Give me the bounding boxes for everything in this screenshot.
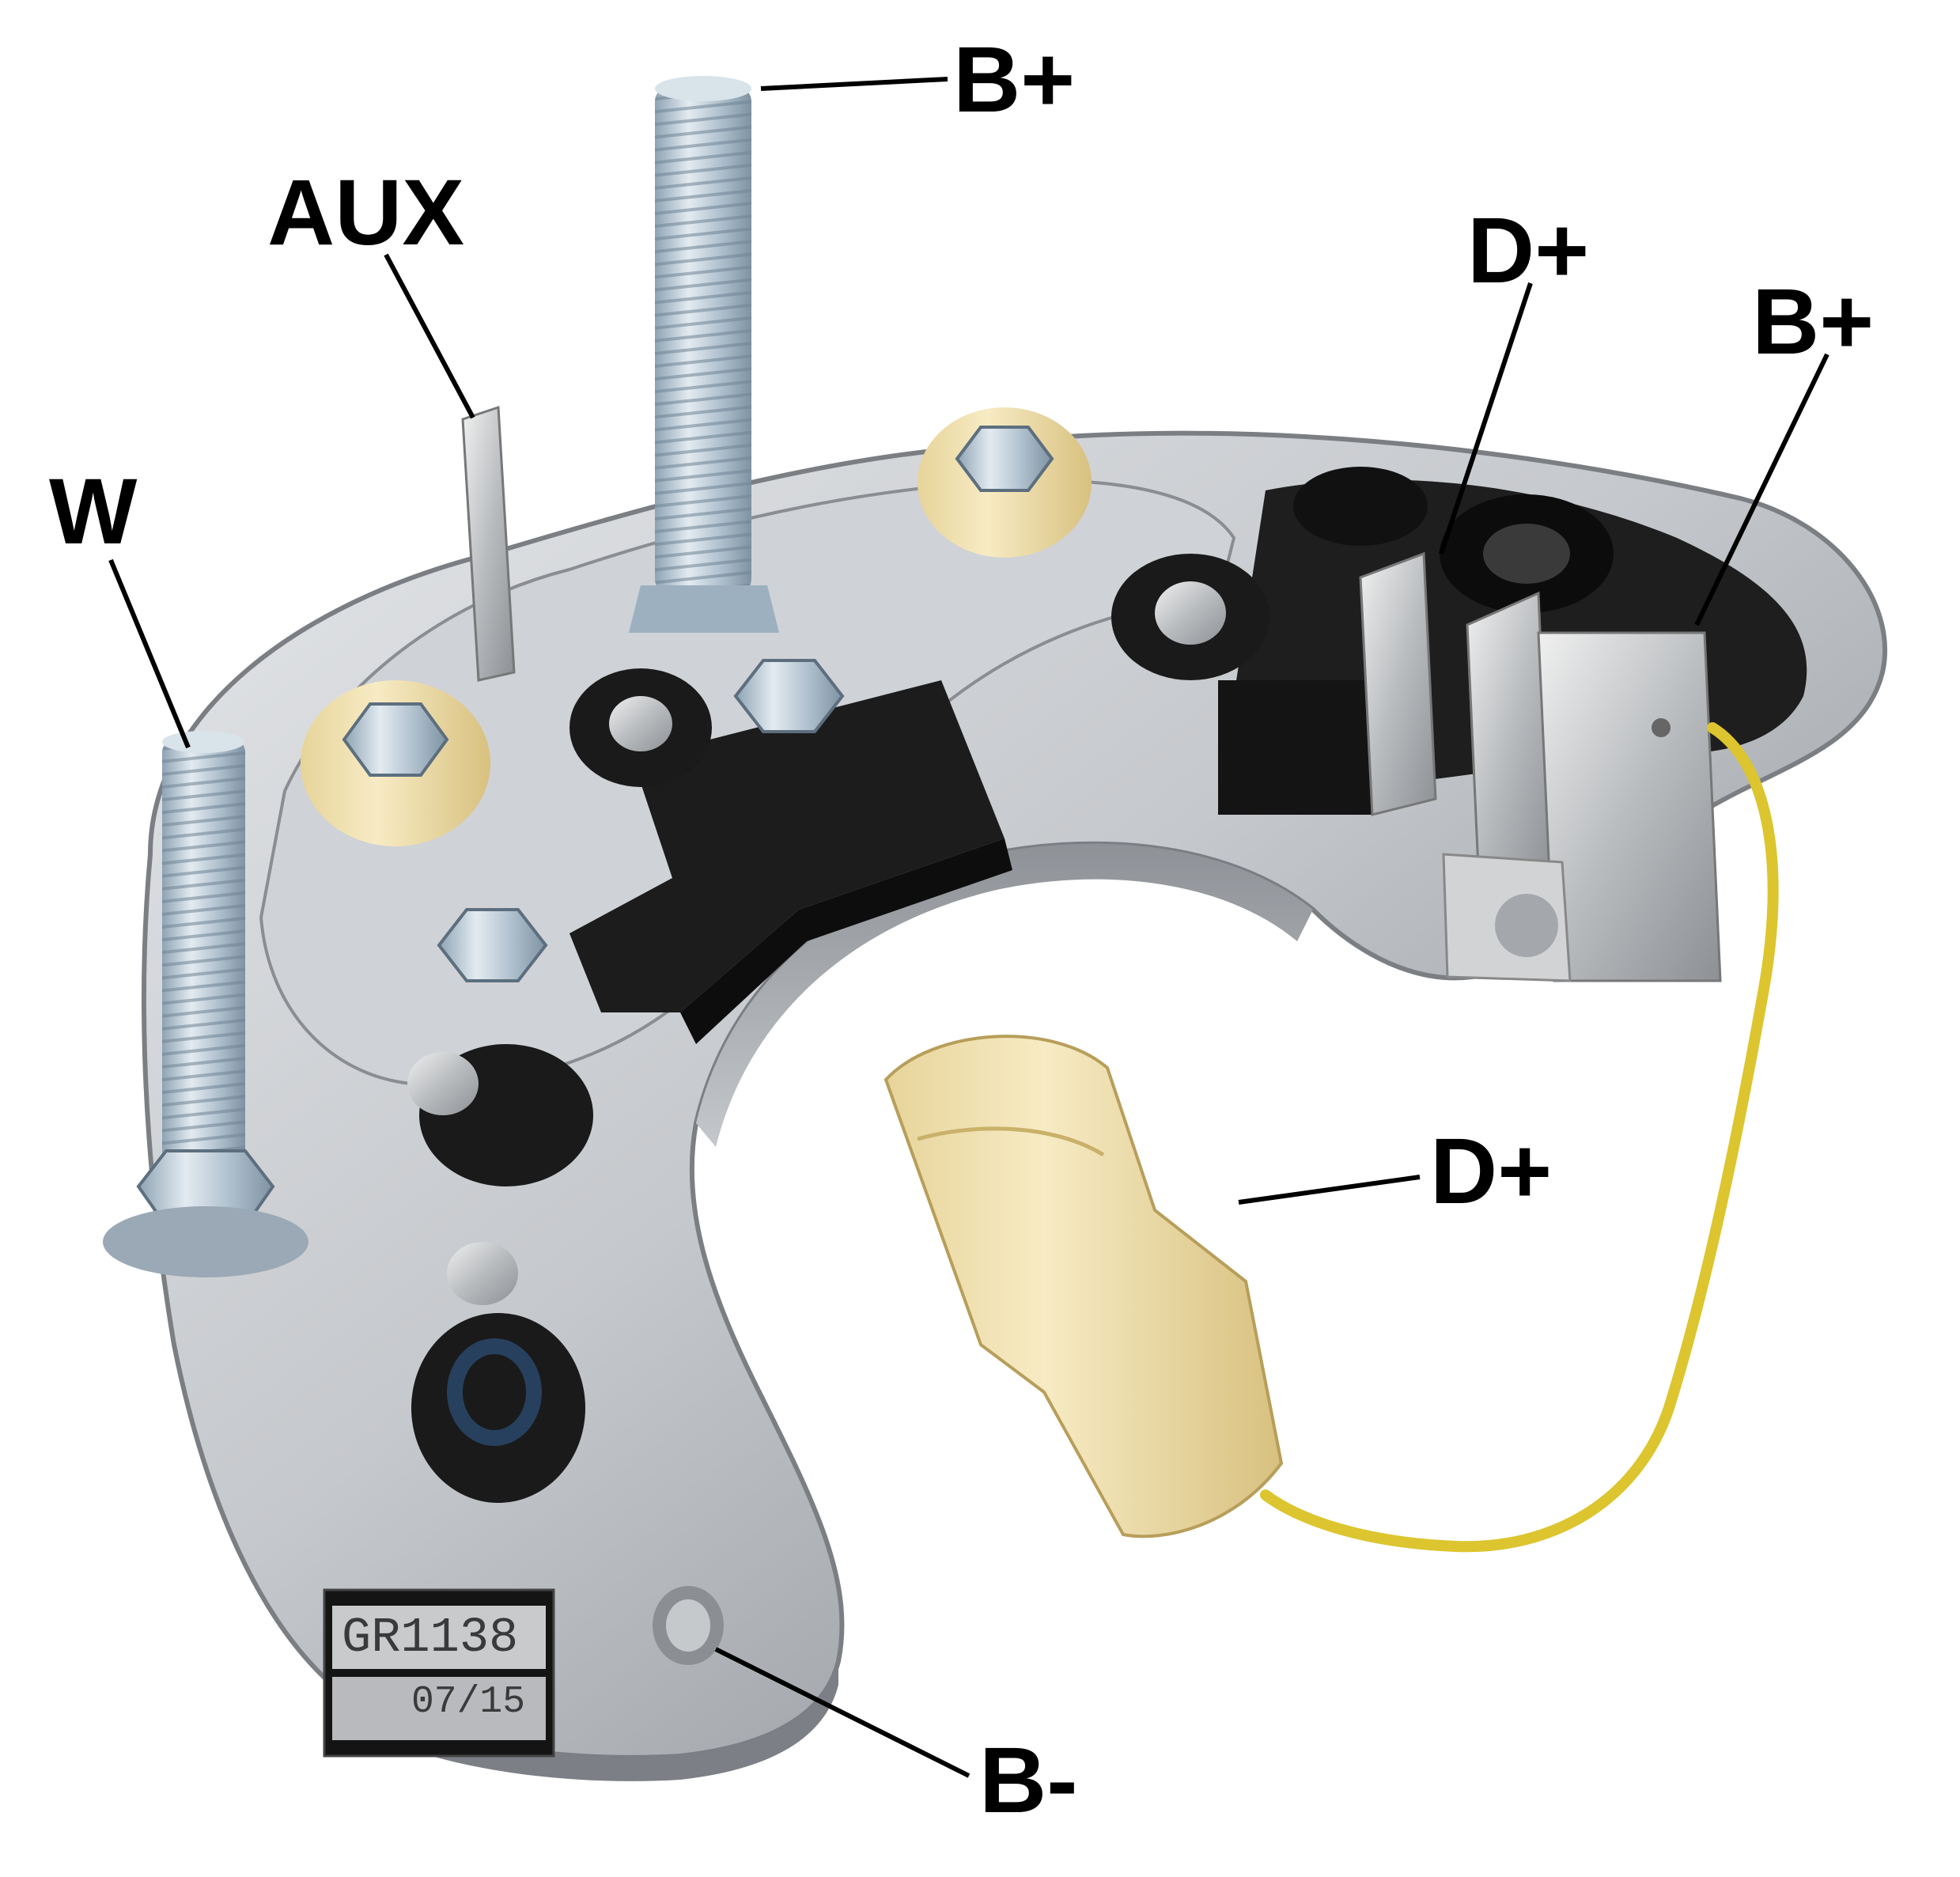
leader-lines [108,77,1829,1778]
mounting-nuts [301,407,1092,982]
leader-line-d-plus-connector [1238,1175,1421,1205]
leader-line-d-plus-terminal [1439,282,1533,554]
diodes [407,554,1269,1503]
label-b-plus-stud: B+ [953,28,1076,132]
aux-terminal [461,405,516,682]
stamp-date-code: 07/15 [411,1681,526,1724]
b-minus-hole [653,1586,724,1665]
label-b-plus-terminal: B+ [1752,270,1875,374]
leader-line-b-minus [714,1647,971,1778]
stamp-part-number: GR1138 [342,1610,519,1666]
yellow-lead-wire [1260,722,1779,1553]
part-label-plate [323,1588,555,1758]
label-d-plus-connector: D+ [1430,1119,1553,1224]
right-spade-terminals [1359,551,1722,982]
d-plus-connector [884,1035,1284,1538]
label-w: W [49,460,138,564]
b-plus-stud [629,76,779,633]
label-aux: AUX [267,161,465,265]
leader-line-b-plus-stud [760,77,948,91]
leader-line-w [108,558,191,749]
label-b-minus: B- [979,1728,1078,1833]
leader-line-aux [384,253,475,419]
label-d-plus-terminal: D+ [1467,199,1590,303]
leader-line-b-plus-terminal [1694,353,1829,626]
